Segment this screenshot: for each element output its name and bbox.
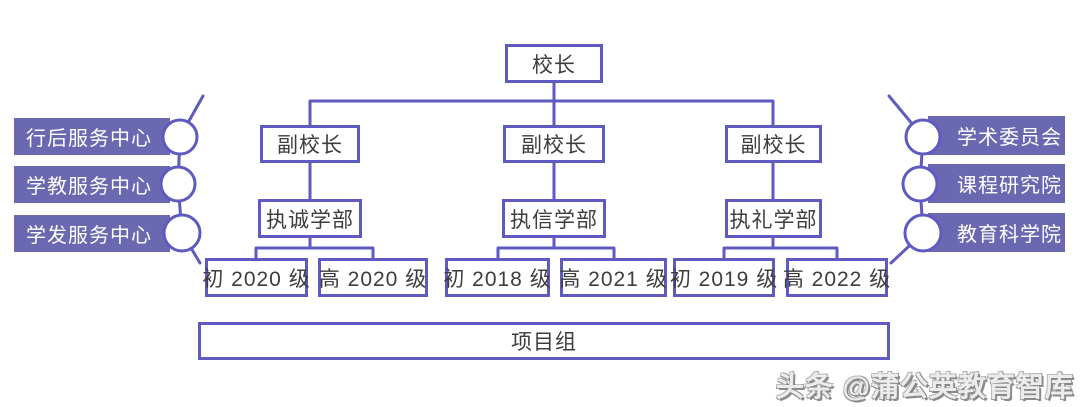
left-branch-item-2: 学教服务中心 [14,166,170,203]
box-grade-junior-2: 初 2018 级 [443,258,551,297]
box-project-group: 项目组 [198,322,890,360]
box-vice-principal-2: 副校长 [503,125,605,163]
left-branch-item-1: 行后服务中心 [14,118,170,155]
box-grade-senior-3: 高 2022 级 [783,258,890,297]
box-grade-senior-2: 高 2021 级 [559,258,667,297]
right-zigzag-line [887,94,925,265]
right-branch-item-3: 教育科学院 [928,213,1065,252]
box-dept-3: 执礼学部 [725,199,822,238]
dept-grades-fork-2 [496,246,616,260]
watermark: 头条 @蒲公英教育智库 [775,371,1074,402]
right-branch-item-2: 课程研究院 [928,164,1065,203]
dept-grades-fork-3 [722,246,839,260]
left-zigzag-line [176,94,205,265]
box-vice-principal-1: 副校长 [260,125,360,163]
box-grade-senior-1: 高 2020 级 [318,258,428,297]
left-branch-item-3: 学发服务中心 [14,215,170,252]
box-principal: 校长 [505,44,603,83]
box-grade-junior-1: 初 2020 级 [202,258,310,297]
box-dept-1: 执诚学部 [258,199,362,238]
tier-bar-line [308,99,775,127]
dept-grades-fork-1 [254,246,375,260]
right-branch-item-1: 学术委员会 [928,116,1065,155]
box-grade-junior-3: 初 2019 级 [670,258,777,297]
box-dept-2: 执信学部 [502,199,606,238]
box-vice-principal-3: 副校长 [725,125,822,163]
